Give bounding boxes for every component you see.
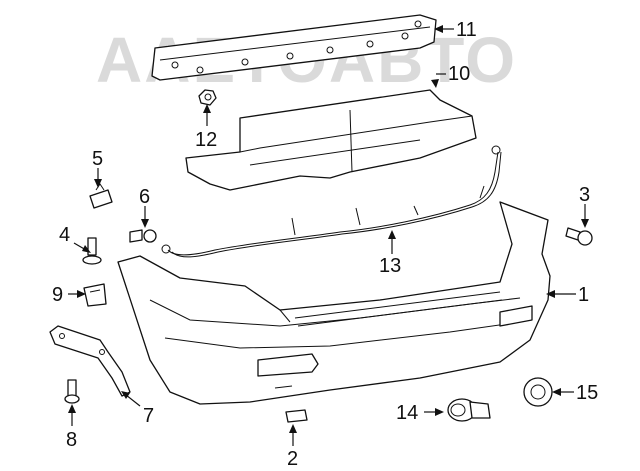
callout-1: 1	[578, 284, 589, 306]
callout-leaders	[68, 25, 589, 446]
part-11-reinforcement-bar	[151, 14, 437, 81]
callout-13: 13	[379, 255, 401, 277]
part-15-sensor-bezel	[523, 377, 553, 407]
callout-14: 14	[396, 402, 418, 424]
callout-15: 15	[576, 382, 598, 404]
part-4-push-pin	[82, 237, 102, 265]
part-7-bracket	[49, 325, 131, 397]
callout-8: 8	[66, 429, 77, 451]
callout-4: 4	[59, 224, 70, 246]
part-6-screw-clip	[129, 229, 157, 243]
part-14-parking-sensor	[447, 398, 491, 422]
callout-12: 12	[195, 129, 217, 151]
callout-9: 9	[52, 284, 63, 306]
callout-2: 2	[287, 448, 298, 470]
part-8-bolt	[64, 379, 80, 404]
part-1-bumper-cover	[117, 201, 551, 405]
callout-7: 7	[143, 405, 154, 427]
part-2-cap	[285, 409, 308, 423]
callout-10: 10	[448, 63, 470, 85]
callout-5: 5	[92, 148, 103, 170]
callout-11: 11	[456, 19, 477, 41]
callout-3: 3	[579, 184, 590, 206]
part-13-wiring-harness	[161, 145, 502, 258]
part-12-nut	[198, 89, 217, 106]
part-10-energy-absorber	[185, 89, 477, 191]
callout-labels: 1 2 3 4 5 6 7 8 9 10 11 12 13 14 15	[52, 19, 598, 470]
part-9-retainer	[83, 283, 107, 307]
callout-6: 6	[139, 186, 150, 208]
part-3-push-pin	[565, 227, 593, 246]
part-5-clip	[89, 183, 113, 209]
